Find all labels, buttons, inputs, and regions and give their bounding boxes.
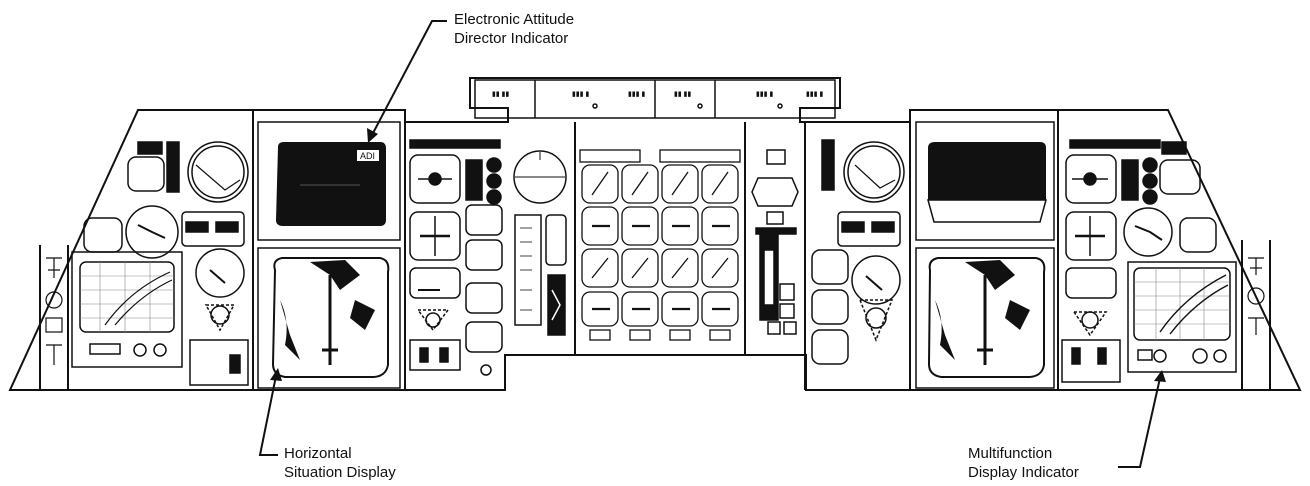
svg-text:▮▮ ▮▮: ▮▮ ▮▮ — [492, 91, 510, 98]
mfdi-label-line1: Multifunction — [968, 445, 1053, 462]
panel-outline — [8, 77, 1302, 391]
eadi-display-left: ADI — [257, 121, 401, 241]
hsd-display-right — [915, 247, 1055, 389]
svg-text:▮▮▮ ▮: ▮▮▮ ▮ — [628, 91, 646, 98]
right-inboard-column — [1061, 139, 1217, 383]
eadi-callout-label: Electronic Attitude Director Indicator — [454, 10, 574, 48]
eadi-arrowhead — [367, 128, 378, 143]
left-side-controls — [45, 257, 63, 365]
hsd-arrowhead — [270, 368, 282, 381]
hsd-display-left — [257, 247, 401, 389]
svg-text:▮▮ ▮▮: ▮▮ ▮▮ — [674, 91, 692, 98]
svg-text:▮▮▮ ▮: ▮▮▮ ▮ — [572, 91, 590, 98]
hsd-leader-line — [258, 375, 278, 456]
right-side-controls — [1247, 257, 1265, 335]
svg-text:▮▮▮ ▮: ▮▮▮ ▮ — [756, 91, 774, 98]
mfdi-callout-label: Multifunction Display Indicator — [968, 444, 1079, 482]
left-pilot-gauges — [83, 141, 249, 386]
mfdi-leader-line — [1118, 377, 1161, 468]
adi-badge: ADI — [360, 151, 375, 161]
eadi-label-line1: Electronic Attitude — [454, 11, 575, 28]
mfd-display-right — [1127, 261, 1237, 373]
mfd-display-left — [71, 251, 183, 368]
right-pilot-gauges — [811, 139, 905, 365]
callout-arrowheads — [270, 128, 1166, 382]
svg-text:▮▮▮ ▮: ▮▮▮ ▮ — [806, 91, 824, 98]
standby-instruments — [513, 150, 567, 336]
callout-leaders — [258, 20, 1161, 468]
engine-gauge-grid — [579, 149, 741, 341]
left-center-column — [409, 139, 503, 376]
mfdi-arrowhead — [1154, 370, 1166, 382]
center-right-column — [751, 149, 799, 335]
mfdi-label-line2: Display Indicator — [968, 464, 1079, 481]
hsd-label-line2: Situation Display — [284, 464, 396, 481]
eadi-display-right — [915, 121, 1055, 241]
hsd-callout-label: Horizontal Situation Display — [284, 444, 396, 482]
annunciator-strip: ▮▮ ▮▮ ▮▮▮ ▮ ▮▮▮ ▮ ▮▮ ▮▮ ▮▮▮ ▮ ▮▮▮ ▮ — [474, 79, 836, 119]
hsd-label-line1: Horizontal — [284, 445, 352, 462]
eadi-leader-line — [371, 20, 447, 136]
eadi-label-line2: Director Indicator — [454, 30, 569, 47]
